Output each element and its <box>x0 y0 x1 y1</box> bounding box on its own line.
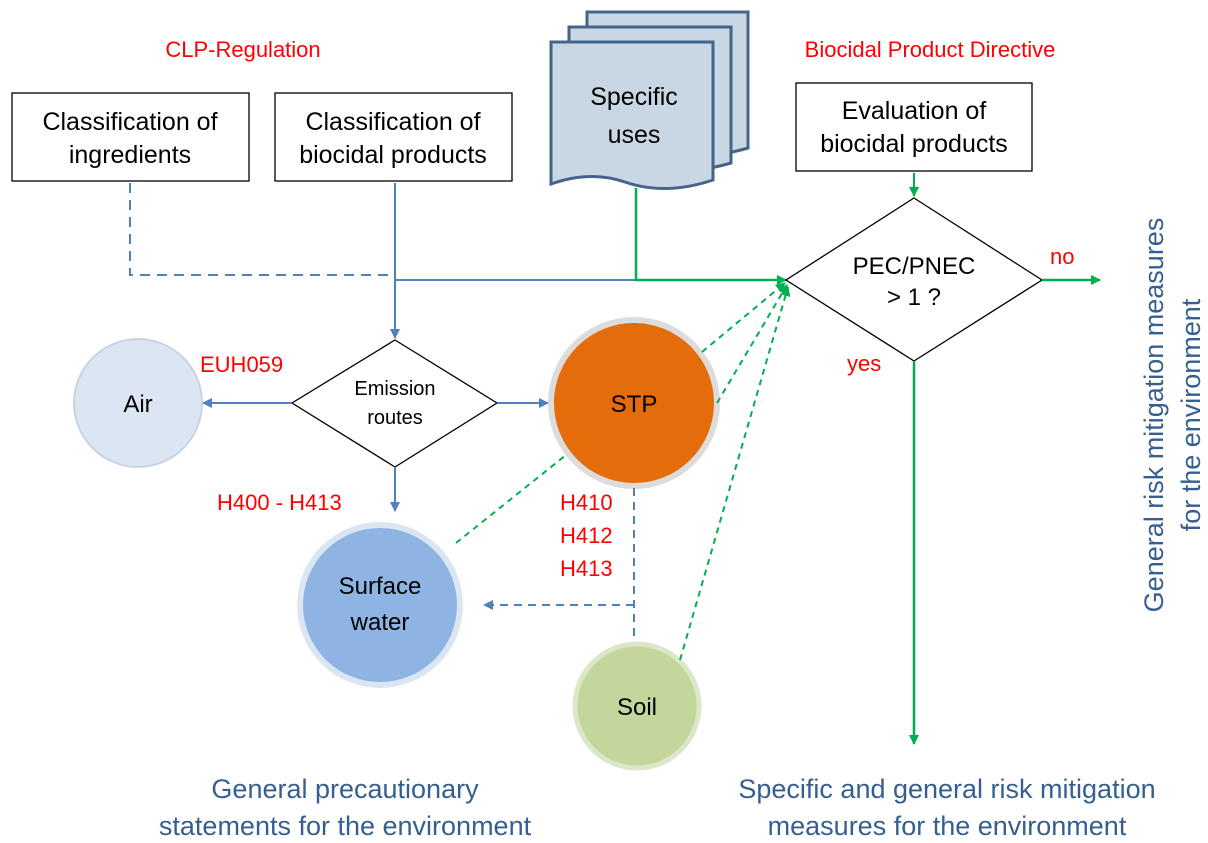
water-line-2: water <box>350 609 410 636</box>
emission-routes-decision: Emission routes <box>290 339 499 468</box>
classification-products-box: Classification of biocidal products <box>274 92 513 182</box>
general-precautionary-line-1: General precautionary <box>211 774 479 804</box>
general-risk-line-2: for the environment <box>1176 298 1206 531</box>
soil-to-pec-dashed <box>679 286 791 661</box>
no-label: no <box>1050 244 1074 269</box>
general-risk-rotated: General risk mitigation measures for the… <box>1139 218 1206 613</box>
specific-general-line-2: measures for the environment <box>768 811 1127 841</box>
emission-line-1: Emission <box>354 378 435 400</box>
h400-h413-label: H400 - H413 <box>217 490 342 515</box>
surface-water-node: Surface water <box>297 522 463 688</box>
h413-label: H413 <box>560 556 613 581</box>
air-label: Air <box>123 391 152 418</box>
pec-pnec-decision: PEC/PNEC > 1 ? <box>784 197 1044 362</box>
soil-label: Soil <box>617 694 657 721</box>
general-risk-line-1: General risk mitigation measures <box>1139 218 1169 613</box>
specific-uses-line-2: uses <box>608 121 661 149</box>
h412-label: H412 <box>560 523 613 548</box>
classification-ingredients-box: Classification of ingredients <box>11 92 250 182</box>
ingredients-line-2: ingredients <box>69 141 191 169</box>
air-node: Air <box>73 338 203 468</box>
ingredients-dashed-connector <box>129 183 395 276</box>
general-precautionary-line-2: statements for the environment <box>159 811 532 841</box>
clp-regulation-header: CLP-Regulation <box>165 37 320 62</box>
pec-line-1: PEC/PNEC <box>853 253 976 280</box>
water-to-pec-dashed <box>455 454 567 544</box>
h410-label: H410 <box>560 490 613 515</box>
stp-label: STP <box>611 391 658 418</box>
euh059-label: EUH059 <box>200 352 283 377</box>
evaluation-products-box: Evaluation of biocidal products <box>795 82 1033 172</box>
soil-node: Soil <box>572 641 702 771</box>
specific-uses-documents: Specific uses <box>549 10 750 190</box>
products-line-2: biocidal products <box>299 141 487 169</box>
stp-right-to-pec-dashed <box>716 284 788 404</box>
yes-label: yes <box>847 351 881 376</box>
stp-node: STP <box>548 317 720 489</box>
water-line-1: Surface <box>339 573 422 600</box>
stp-to-pec-dashed <box>701 282 786 353</box>
emission-line-2: routes <box>367 407 423 429</box>
evaluation-line-2: biocidal products <box>820 130 1008 158</box>
products-line-1: Classification of <box>305 108 480 136</box>
biocidal-directive-header: Biocidal Product Directive <box>805 37 1056 62</box>
evaluation-line-1: Evaluation of <box>842 97 987 125</box>
specific-uses-line-1: Specific <box>590 83 678 111</box>
specific-uses-to-pec-arrow <box>634 188 787 285</box>
ingredients-line-1: Classification of <box>42 108 217 136</box>
pec-line-2: > 1 ? <box>887 284 941 311</box>
specific-general-line-1: Specific and general risk mitigation <box>738 774 1155 804</box>
